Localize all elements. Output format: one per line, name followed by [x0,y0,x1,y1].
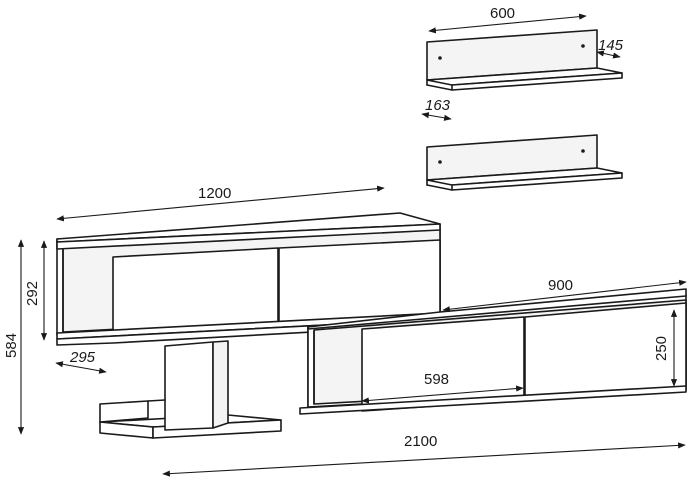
wall-shelf-top [426,29,623,91]
stand-column [147,340,229,431]
dim-total-width: 2100 [162,433,686,477]
dim-label: 600 [490,5,515,22]
dim-label: 295 [69,349,96,366]
dim-lower-height: 250 [653,309,678,387]
dim-upper-height: 292 [24,240,48,341]
dim-upper-width: 1200 [56,185,385,222]
dim-shelf-depth: 145 [596,37,624,59]
dim-label: 145 [598,37,624,54]
mount-hole [581,149,585,153]
mount-hole [581,44,585,48]
dim-lower-width: 900 [442,277,687,313]
dim-shelf-width: 600 [428,5,587,34]
mount-hole [438,160,442,164]
dim-door-width: 598 [361,371,524,404]
mount-hole [438,56,442,60]
dim-total-height: 584 [3,239,25,435]
dim-upper-depth: 295 [55,349,107,374]
dim-shelf-height: 163 [421,97,452,121]
dim-label: 598 [424,371,449,388]
dim-label: 163 [425,97,451,114]
dim-label: 1200 [198,185,231,202]
dim-label: 2100 [404,433,437,450]
wall-shelf-bottom [426,134,623,191]
dim-label: 584 [3,333,20,358]
dim-label: 250 [653,336,670,361]
dim-label: 292 [24,281,41,306]
dim-label: 900 [548,277,573,294]
